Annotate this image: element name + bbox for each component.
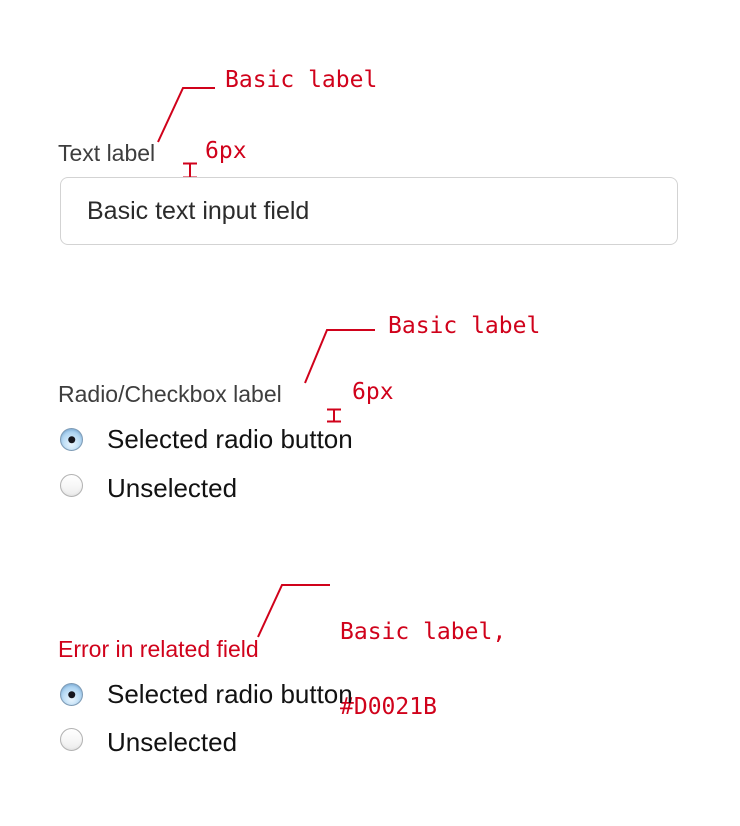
basic-text-input[interactable] [60, 177, 678, 245]
radio-unselected[interactable] [60, 474, 83, 497]
text-input-label: Text label [58, 140, 156, 166]
annotation-basic-label-1: Basic label [225, 67, 378, 93]
radio-option-label[interactable]: Unselected [107, 473, 238, 503]
spacing-ibeam-icon-2 [327, 408, 341, 423]
error-field-label: Error in related field [58, 636, 259, 662]
spacing-ibeam-icon-1 [183, 162, 197, 179]
radio-option-label[interactable]: Unselected [107, 727, 238, 757]
spacing-annotation-2: 6px [352, 379, 394, 405]
radio-group-label: Radio/Checkbox label [58, 381, 282, 407]
annotation-basic-label-2: Basic label [388, 313, 541, 339]
annotation-error-label: Basic label, #D0021B [340, 570, 506, 770]
radio-option-label[interactable]: Selected radio button [107, 679, 353, 709]
callout-line-error [257, 584, 330, 638]
radio-option-label[interactable]: Selected radio button [107, 424, 353, 454]
annotation-error-line1: Basic label, [340, 619, 507, 645]
callout-line-radio [304, 329, 375, 384]
spacing-annotation-1: 6px [205, 138, 247, 164]
radio-unselected[interactable] [60, 728, 83, 751]
radio-selected[interactable] [60, 683, 83, 706]
callout-line-text-input [157, 87, 215, 143]
annotation-error-line2: #D0021B [340, 694, 437, 720]
radio-selected[interactable] [60, 428, 83, 451]
